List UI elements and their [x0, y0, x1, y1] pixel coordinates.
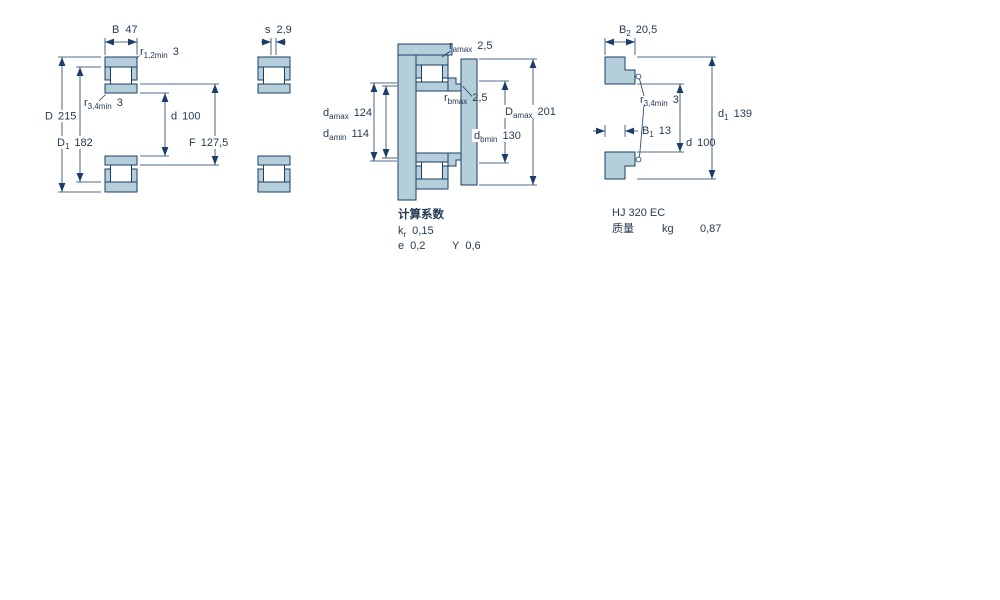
mass-value: 0,87: [700, 223, 721, 235]
outer-ring-top-left-flange: [257, 66, 264, 81]
inner-ring-bottom: [104, 155, 138, 166]
mass-label: 质量: [612, 222, 634, 235]
label-backing: [503, 105, 555, 118]
label-backing: [55, 136, 93, 149]
housing-shoulder-top: [397, 43, 453, 56]
outer-ring-top-right-flange: [442, 64, 449, 79]
outer-ring-bottom-right-flange: [284, 168, 291, 183]
leader-r34-top: [639, 78, 645, 97]
radius-mark-top: [635, 73, 642, 80]
inner-ring-bottom: [257, 155, 291, 166]
label-backing: [43, 110, 79, 122]
roller-top: [110, 66, 132, 85]
angle-ring-top-section: [604, 56, 636, 85]
roller-top: [263, 66, 285, 85]
inner-ring-top: [257, 83, 291, 94]
abutment-wall-right: [460, 58, 478, 186]
hj-ring-bottom-section: [447, 152, 462, 167]
hj-ring-top-section: [447, 77, 462, 92]
radius-mark-bottom: [635, 156, 642, 163]
outer-ring-bottom-left-flange: [104, 168, 111, 183]
leader-r12: [136, 55, 140, 59]
leader-r34: [98, 94, 106, 102]
inner-ring-bottom: [415, 152, 449, 163]
mass-unit: kg: [662, 223, 674, 235]
roller-bottom: [110, 164, 132, 183]
ring-designation: HJ 320 EC: [612, 207, 665, 219]
label-backing: [187, 136, 234, 149]
outer-ring-bottom-right-flange: [442, 165, 449, 180]
outer-ring-top-right-flange: [131, 66, 138, 81]
outer-ring-bottom-body: [104, 181, 138, 193]
outer-ring-top-left-flange: [104, 66, 111, 81]
outer-ring-top-left-flange: [415, 64, 422, 79]
leader-r34-bottom: [639, 104, 645, 158]
leader-rbmax: [462, 85, 473, 97]
inner-ring-top: [415, 81, 449, 92]
outer-ring-bottom-body: [257, 181, 291, 193]
shoulder-wall-left: [397, 43, 417, 201]
outer-ring-bottom-body: [415, 178, 449, 190]
outer-ring-top-body: [257, 56, 291, 68]
label-backing: [472, 129, 521, 142]
outer-ring-bottom-left-flange: [257, 168, 264, 183]
inner-ring-top: [104, 83, 138, 94]
leader-ramax: [441, 50, 451, 58]
outer-ring-bottom-right-flange: [131, 168, 138, 183]
outer-ring-top-body: [104, 56, 138, 68]
roller-top: [421, 64, 443, 83]
outer-ring-bottom-left-flange: [415, 165, 422, 180]
calculation-factors-title: 计算系数: [398, 207, 444, 221]
angle-ring-bottom-section: [604, 151, 636, 180]
roller-bottom: [421, 161, 443, 180]
roller-bottom: [263, 164, 285, 183]
outer-ring-top-right-flange: [284, 66, 291, 81]
